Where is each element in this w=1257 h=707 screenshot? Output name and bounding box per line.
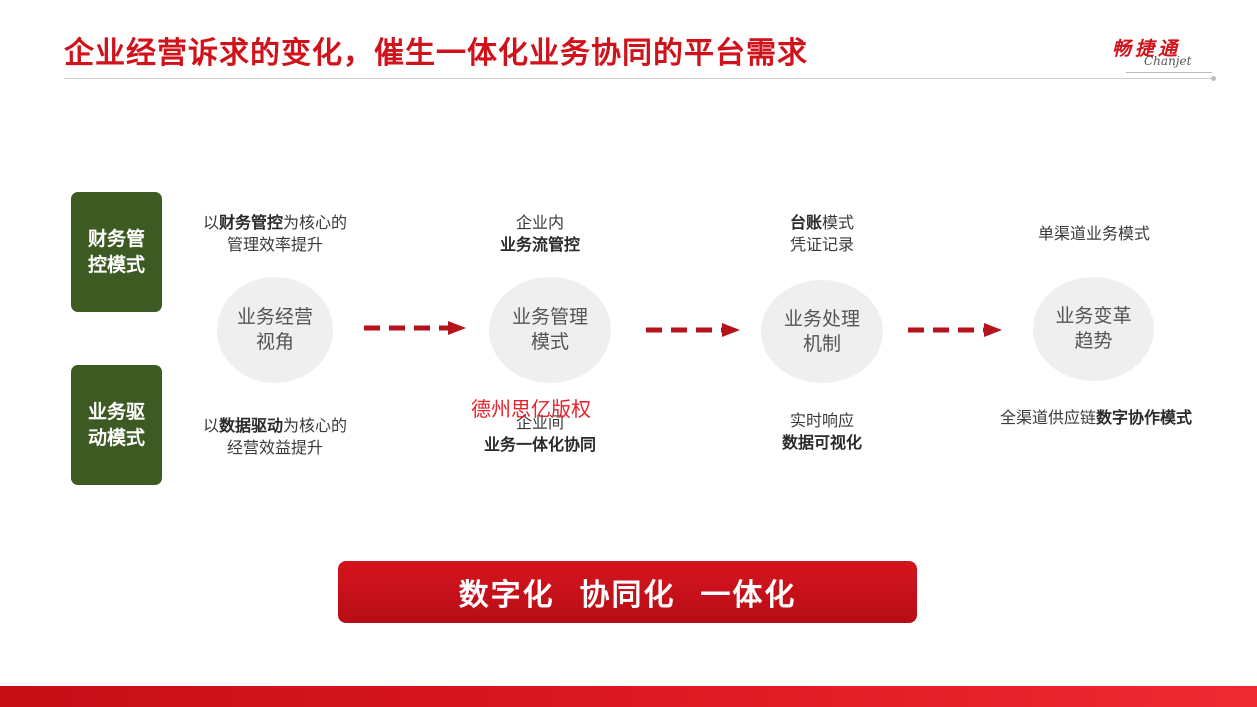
top-label-perspective: 以财务管控为核心的 管理效率提升 xyxy=(202,213,348,254)
top-label-management: 企业内业务流管控 xyxy=(499,213,580,254)
bottom-label-processing: 实时响应数据可视化 xyxy=(781,411,862,452)
mode-business-driven: 业务驱动模式 xyxy=(71,365,162,485)
dashed-arrow-icon xyxy=(908,323,1002,337)
watermark-text: 德州思亿版权 xyxy=(471,397,591,421)
circle-processing-mechanism: 业务处理机制 xyxy=(761,280,883,383)
mode-finance-label: 财务管控模式 xyxy=(87,228,145,276)
logo-english: Chanjet xyxy=(1144,54,1192,68)
summary-banner: 数字化 协同化 一体化 xyxy=(338,561,917,623)
bottom-label-trend: 全渠道供应链数字协作模式 xyxy=(999,408,1193,427)
dashed-arrow-icon xyxy=(646,323,740,337)
logo-underline xyxy=(1126,72,1212,73)
bottom-label-perspective: 以数据驱动为核心的 经营效益提升 xyxy=(202,416,348,457)
title-divider xyxy=(64,78,1214,79)
circle-business-perspective: 业务经营视角 xyxy=(217,277,333,383)
mode-business-label: 业务驱动模式 xyxy=(87,401,145,449)
top-label-processing: 台账模式 凭证记录 xyxy=(789,213,855,254)
page-title: 企业经营诉求的变化，催生一体化业务协同的平台需求 xyxy=(64,36,808,71)
top-label-trend: 单渠道业务模式 xyxy=(1037,224,1150,243)
footer-bar xyxy=(0,686,1257,707)
logo-chinese: 畅捷通 xyxy=(1112,38,1182,60)
circle-management-mode: 业务管理模式 xyxy=(489,277,611,383)
dashed-arrow-icon xyxy=(364,321,466,335)
divider-end-dot xyxy=(1211,76,1216,81)
circle-change-trend: 业务变革趋势 xyxy=(1033,277,1154,381)
mode-finance-control: 财务管控模式 xyxy=(71,192,162,312)
brand-logo: 畅捷通 Chanjet xyxy=(1112,34,1212,74)
summary-banner-text: 数字化 协同化 一体化 xyxy=(458,578,797,613)
bottom-label-management: 企业间业务一体化协同 xyxy=(483,413,596,454)
